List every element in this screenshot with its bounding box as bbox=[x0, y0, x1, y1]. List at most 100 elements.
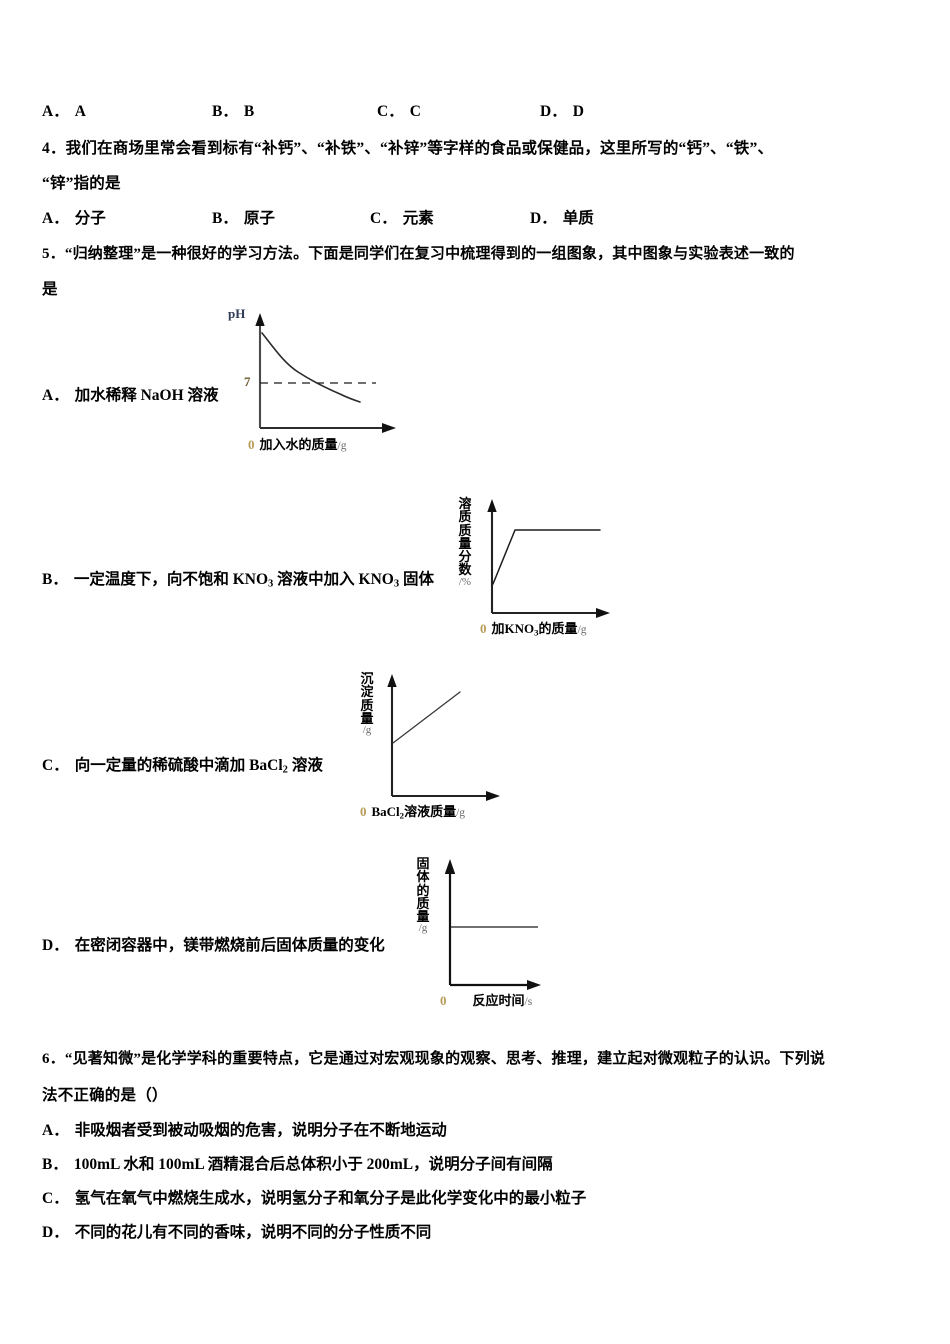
q5-stem-text-1: “归纳整理”是一种很好的学习方法。下面是同学们在复习中梳理得到的一组图象，其中图… bbox=[64, 246, 795, 262]
chart-c-x-axis-arrow bbox=[486, 791, 500, 801]
chart-a-y-axis-arrow bbox=[255, 313, 265, 326]
chart-b-x-origin: 0 bbox=[480, 621, 487, 636]
chart-b-y-char-2: 质 bbox=[458, 522, 472, 538]
chart-a-ytick-7: 7 bbox=[244, 374, 251, 389]
q6-option-d: D． 不同的花儿有不同的香味，说明不同的分子性质不同 bbox=[42, 1220, 431, 1242]
chart-b-y-axis-arrow bbox=[487, 499, 497, 512]
q3-option-b: B． B bbox=[212, 99, 254, 121]
chart-b-y-axis-label: 溶 质 质 量 分 数 /% bbox=[456, 497, 474, 588]
q6-option-d-text: 不同的花儿有不同的香味，说明不同的分子性质不同 bbox=[74, 1224, 432, 1241]
chart-d-x-axis-unit: /s bbox=[524, 996, 533, 1008]
q3-option-a: A． A bbox=[42, 99, 86, 121]
q4-stem-line1: 4．我们在商场里常会看到标有“补钙”、“补铁”、“补锌”等字样的食品或保健品，这… bbox=[42, 137, 773, 160]
q6-option-a-label: A． bbox=[42, 1122, 69, 1139]
chart-a-y-axis-label: pH bbox=[228, 306, 246, 321]
chart-c-y-char-2: 质 bbox=[360, 697, 374, 713]
chart-c-y-axis-label: 沉 淀 质 量 /g bbox=[358, 672, 376, 736]
q3-option-d-text: D bbox=[572, 103, 584, 120]
q6-option-a-text: 非吸烟者受到被动吸烟的危害，说明分子在不断地运动 bbox=[74, 1122, 447, 1139]
chart-a-x-axis-arrow bbox=[382, 423, 396, 433]
q3-option-c: C．C bbox=[377, 99, 421, 121]
q6-stem-text-1: “见著知微”是化学学科的重要特点，它是通过对宏观现象的观察、思考、推理，建立起对… bbox=[64, 1051, 826, 1067]
q5-stem-line1: 5．“归纳整理”是一种很好的学习方法。下面是同学们在复习中梳理得到的一组图象，其… bbox=[42, 243, 795, 266]
chart-d-x-axis-arrow bbox=[527, 980, 541, 990]
q5-option-a: A． 加水稀释 NaOH 溶液 bbox=[42, 383, 219, 405]
q4-option-c-label: C． bbox=[370, 210, 397, 227]
q4-option-c: C． 元素 bbox=[370, 206, 434, 228]
q5-option-c-text: 向一定量的稀硫酸中滴加 BaCl2 溶液 bbox=[74, 757, 323, 776]
q3-option-a-label: A． bbox=[42, 103, 69, 120]
q3-option-b-text: B bbox=[243, 103, 255, 120]
q4-option-a: A． 分子 bbox=[42, 206, 106, 228]
chart-a-x-axis-text: 加入水的质量 bbox=[259, 437, 338, 452]
q6-option-b: B．100mL 水和 100mL 酒精混合后总体积小于 200mL，说明分子间有… bbox=[42, 1152, 553, 1174]
chart-b-x-axis-text: 加KNO3的质量 bbox=[491, 621, 578, 638]
q6-option-c-text: 氢气在氧气中燃烧生成水，说明氢分子和氧分子是此化学变化中的最小粒子 bbox=[74, 1190, 587, 1207]
q4-option-b: B．原子 bbox=[212, 206, 275, 228]
q4-number: 4． bbox=[42, 140, 66, 157]
chart-a-series-ph bbox=[261, 332, 361, 403]
chart-c-series-precipitate bbox=[392, 691, 461, 744]
chart-c-y-axis-arrow bbox=[387, 674, 397, 687]
chart-d-y-char-3: 质 bbox=[416, 895, 430, 911]
q4-stem-text-1: 我们在商场里常会看到标有“补钙”、“补铁”、“补锌”等字样的食品或保健品，这里所… bbox=[65, 140, 774, 157]
chart-d-y-axis-label: 固 体 的 质 量 /g bbox=[414, 857, 432, 934]
chart-b-y-char-1: 质 bbox=[458, 509, 472, 525]
q5-option-a-text: 加水稀释 NaOH 溶液 bbox=[74, 387, 219, 404]
q4-option-b-label: B． bbox=[212, 210, 238, 227]
chart-b-y-char-0: 溶 bbox=[458, 496, 472, 511]
q5-option-a-label: A． bbox=[42, 387, 69, 404]
chart-d-svg bbox=[444, 859, 541, 990]
q6-option-d-label: D． bbox=[42, 1224, 69, 1241]
q3-option-a-text: A bbox=[74, 103, 86, 120]
chart-d: 固 体 的 质 量 /g 0 反应时间/s bbox=[416, 855, 608, 1008]
chart-c-y-axis-unit: /g bbox=[362, 724, 372, 736]
q5-option-d: D． 在密闭容器中，镁带燃烧前后固体质量的变化 bbox=[42, 933, 385, 955]
q6-option-c: C．氢气在氧气中燃烧生成水，说明氢分子和氧分子是此化学变化中的最小粒子 bbox=[42, 1186, 586, 1208]
q3-option-c-label: C． bbox=[377, 103, 404, 120]
chart-c-x-axis-text: BaCl2溶液质量 bbox=[371, 804, 457, 821]
q4-option-a-text: 分子 bbox=[74, 210, 106, 227]
chart-b-x-axis-unit: /g bbox=[577, 624, 587, 636]
chart-c-svg bbox=[387, 674, 500, 801]
q5-option-d-text: 在密闭容器中，镁带燃烧前后固体质量的变化 bbox=[74, 937, 385, 954]
q4-option-d: D． 单质 bbox=[530, 206, 594, 228]
chart-d-x-origin: 0 bbox=[440, 993, 447, 1008]
q4-option-a-label: A． bbox=[42, 210, 69, 227]
q4-option-d-label: D． bbox=[530, 210, 557, 227]
q4-option-c-text: 元素 bbox=[402, 210, 434, 227]
chart-d-x-axis-text: 反应时间 bbox=[472, 993, 525, 1008]
q6-number: 6． bbox=[42, 1051, 65, 1067]
q5-number: 5． bbox=[42, 246, 65, 262]
q6-option-a: A． 非吸烟者受到被动吸烟的危害，说明分子在不断地运动 bbox=[42, 1118, 447, 1140]
q6-option-b-label: B． bbox=[42, 1156, 68, 1173]
q3-option-d: D． D bbox=[540, 99, 584, 121]
q4-stem-line2: “锌”指的是 bbox=[42, 175, 121, 192]
q5-option-b-label: B． bbox=[42, 571, 68, 588]
q5-option-d-label: D． bbox=[42, 937, 69, 954]
chart-c: 沉 淀 质 量 /g 0 BaCl2溶液质量/g bbox=[360, 670, 550, 820]
q3-option-d-label: D． bbox=[540, 103, 567, 120]
chart-c-x-axis-label: 0 BaCl2溶液质量/g bbox=[360, 801, 465, 820]
chart-a-x-axis-unit: /g bbox=[337, 440, 347, 452]
q5-stem-line2: 是 bbox=[42, 281, 58, 298]
chart-d-y-char-2: 的 bbox=[416, 882, 430, 898]
chart-b-x-axis-arrow bbox=[596, 608, 610, 618]
chart-c-x-axis-unit: /g bbox=[456, 807, 466, 819]
q3-option-b-label: B． bbox=[212, 103, 238, 120]
chart-b-series-concentration bbox=[492, 529, 601, 585]
q6-stem-line2: 法不正确的是（） bbox=[42, 1087, 168, 1104]
chart-d-y-char-4: 量 bbox=[416, 909, 430, 924]
chart-c-x-origin: 0 bbox=[360, 804, 367, 819]
chart-b-y-char-5: 数 bbox=[458, 562, 472, 578]
chart-d-y-axis-unit: /g bbox=[418, 922, 428, 935]
chart-b-y-char-3: 量 bbox=[458, 535, 472, 551]
chart-b-x-axis-label: 0 加KNO3的质量/g bbox=[480, 618, 587, 637]
q5-option-c: C． 向一定量的稀硫酸中滴加 BaCl2 溶液 bbox=[42, 753, 323, 776]
q5-option-c-label: C． bbox=[42, 757, 69, 774]
chart-d-y-char-0: 固 bbox=[416, 856, 430, 871]
q4-option-d-text: 单质 bbox=[562, 210, 594, 227]
chart-c-y-char-3: 量 bbox=[360, 710, 374, 726]
